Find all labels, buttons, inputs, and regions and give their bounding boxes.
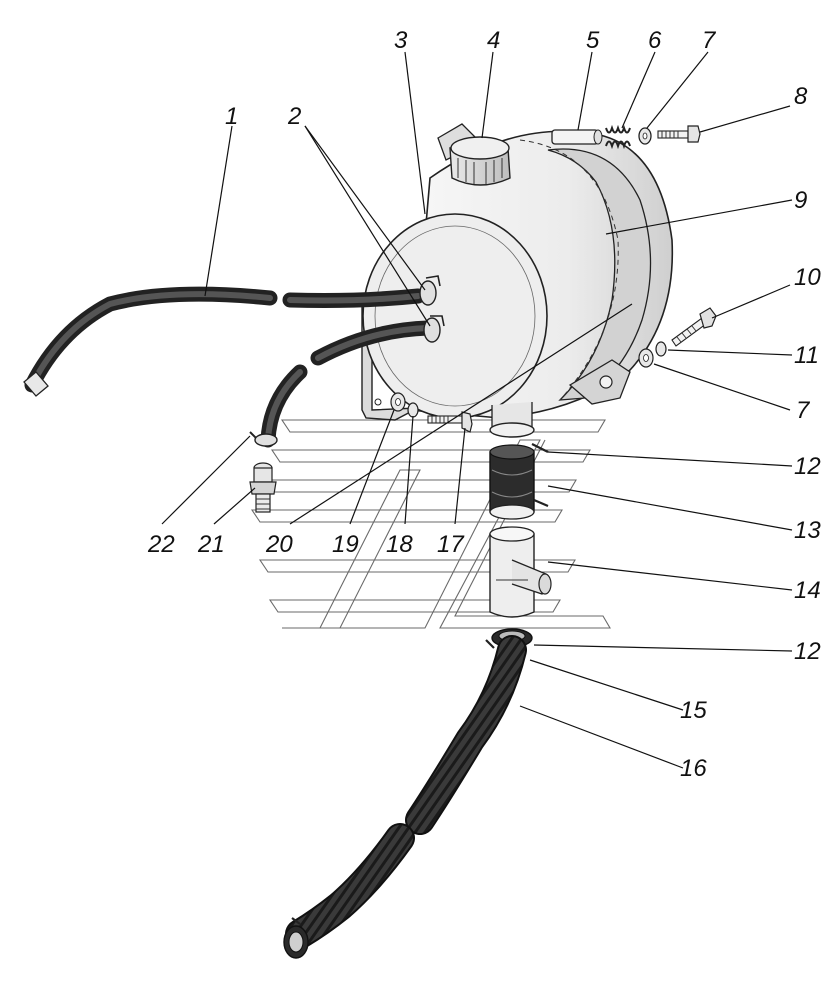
callout-12-upper: 12: [794, 453, 821, 480]
lower-hose: [260, 320, 436, 448]
callout-17: 17: [437, 531, 465, 558]
callout-3: 3: [394, 27, 408, 54]
callout-1: 1: [225, 103, 238, 130]
callout-labels: 1 2 3 4 5 6 7 8 9 10 11 7 12 13 14 12 15…: [147, 27, 821, 782]
washer-18: [407, 402, 419, 418]
callout-7-right: 7: [796, 397, 811, 424]
callout-19: 19: [332, 531, 359, 558]
callout-18: 18: [386, 531, 413, 558]
callout-13: 13: [794, 517, 821, 544]
callout-7-top: 7: [702, 27, 717, 54]
vent-tube: [551, 129, 603, 145]
callout-12-lower: 12: [794, 638, 821, 665]
hose-clamp-lower: [423, 315, 445, 343]
callout-10: 10: [794, 264, 821, 291]
callout-2: 2: [287, 103, 301, 130]
adapter-fitting: [249, 462, 277, 513]
filler-cap: [449, 136, 511, 186]
watermark-logo: [250, 419, 611, 629]
bolt-17: [427, 411, 473, 433]
hose-clamp-12-upper: [489, 422, 549, 453]
leader-lines: [161, 51, 793, 769]
callout-16: 16: [680, 755, 707, 782]
washer-19: [390, 392, 406, 412]
callout-20: 20: [265, 531, 293, 558]
bolt-top: [657, 125, 701, 143]
washer-right-large: [638, 348, 654, 368]
callout-15: 15: [680, 697, 707, 724]
callout-6: 6: [648, 27, 662, 54]
short-hose: [489, 444, 549, 520]
callout-21: 21: [197, 531, 225, 558]
expansion-tank: [362, 123, 674, 432]
callout-11: 11: [794, 342, 819, 369]
callout-14: 14: [794, 577, 821, 604]
hose-clamp-upper: [419, 275, 441, 306]
bolt-right: [671, 307, 717, 347]
tee-fitting: [489, 526, 552, 618]
hose-clamp-adapter: [249, 431, 278, 447]
washer-right-small: [655, 341, 667, 357]
spring: [605, 124, 631, 150]
callout-9: 9: [794, 187, 807, 214]
callout-5: 5: [586, 27, 600, 54]
corrugated-hose: [283, 635, 527, 959]
upper-hose: [23, 286, 426, 397]
callout-22: 22: [147, 531, 175, 558]
washer-top: [638, 127, 652, 145]
callout-8: 8: [794, 83, 808, 110]
callout-4: 4: [487, 27, 500, 54]
